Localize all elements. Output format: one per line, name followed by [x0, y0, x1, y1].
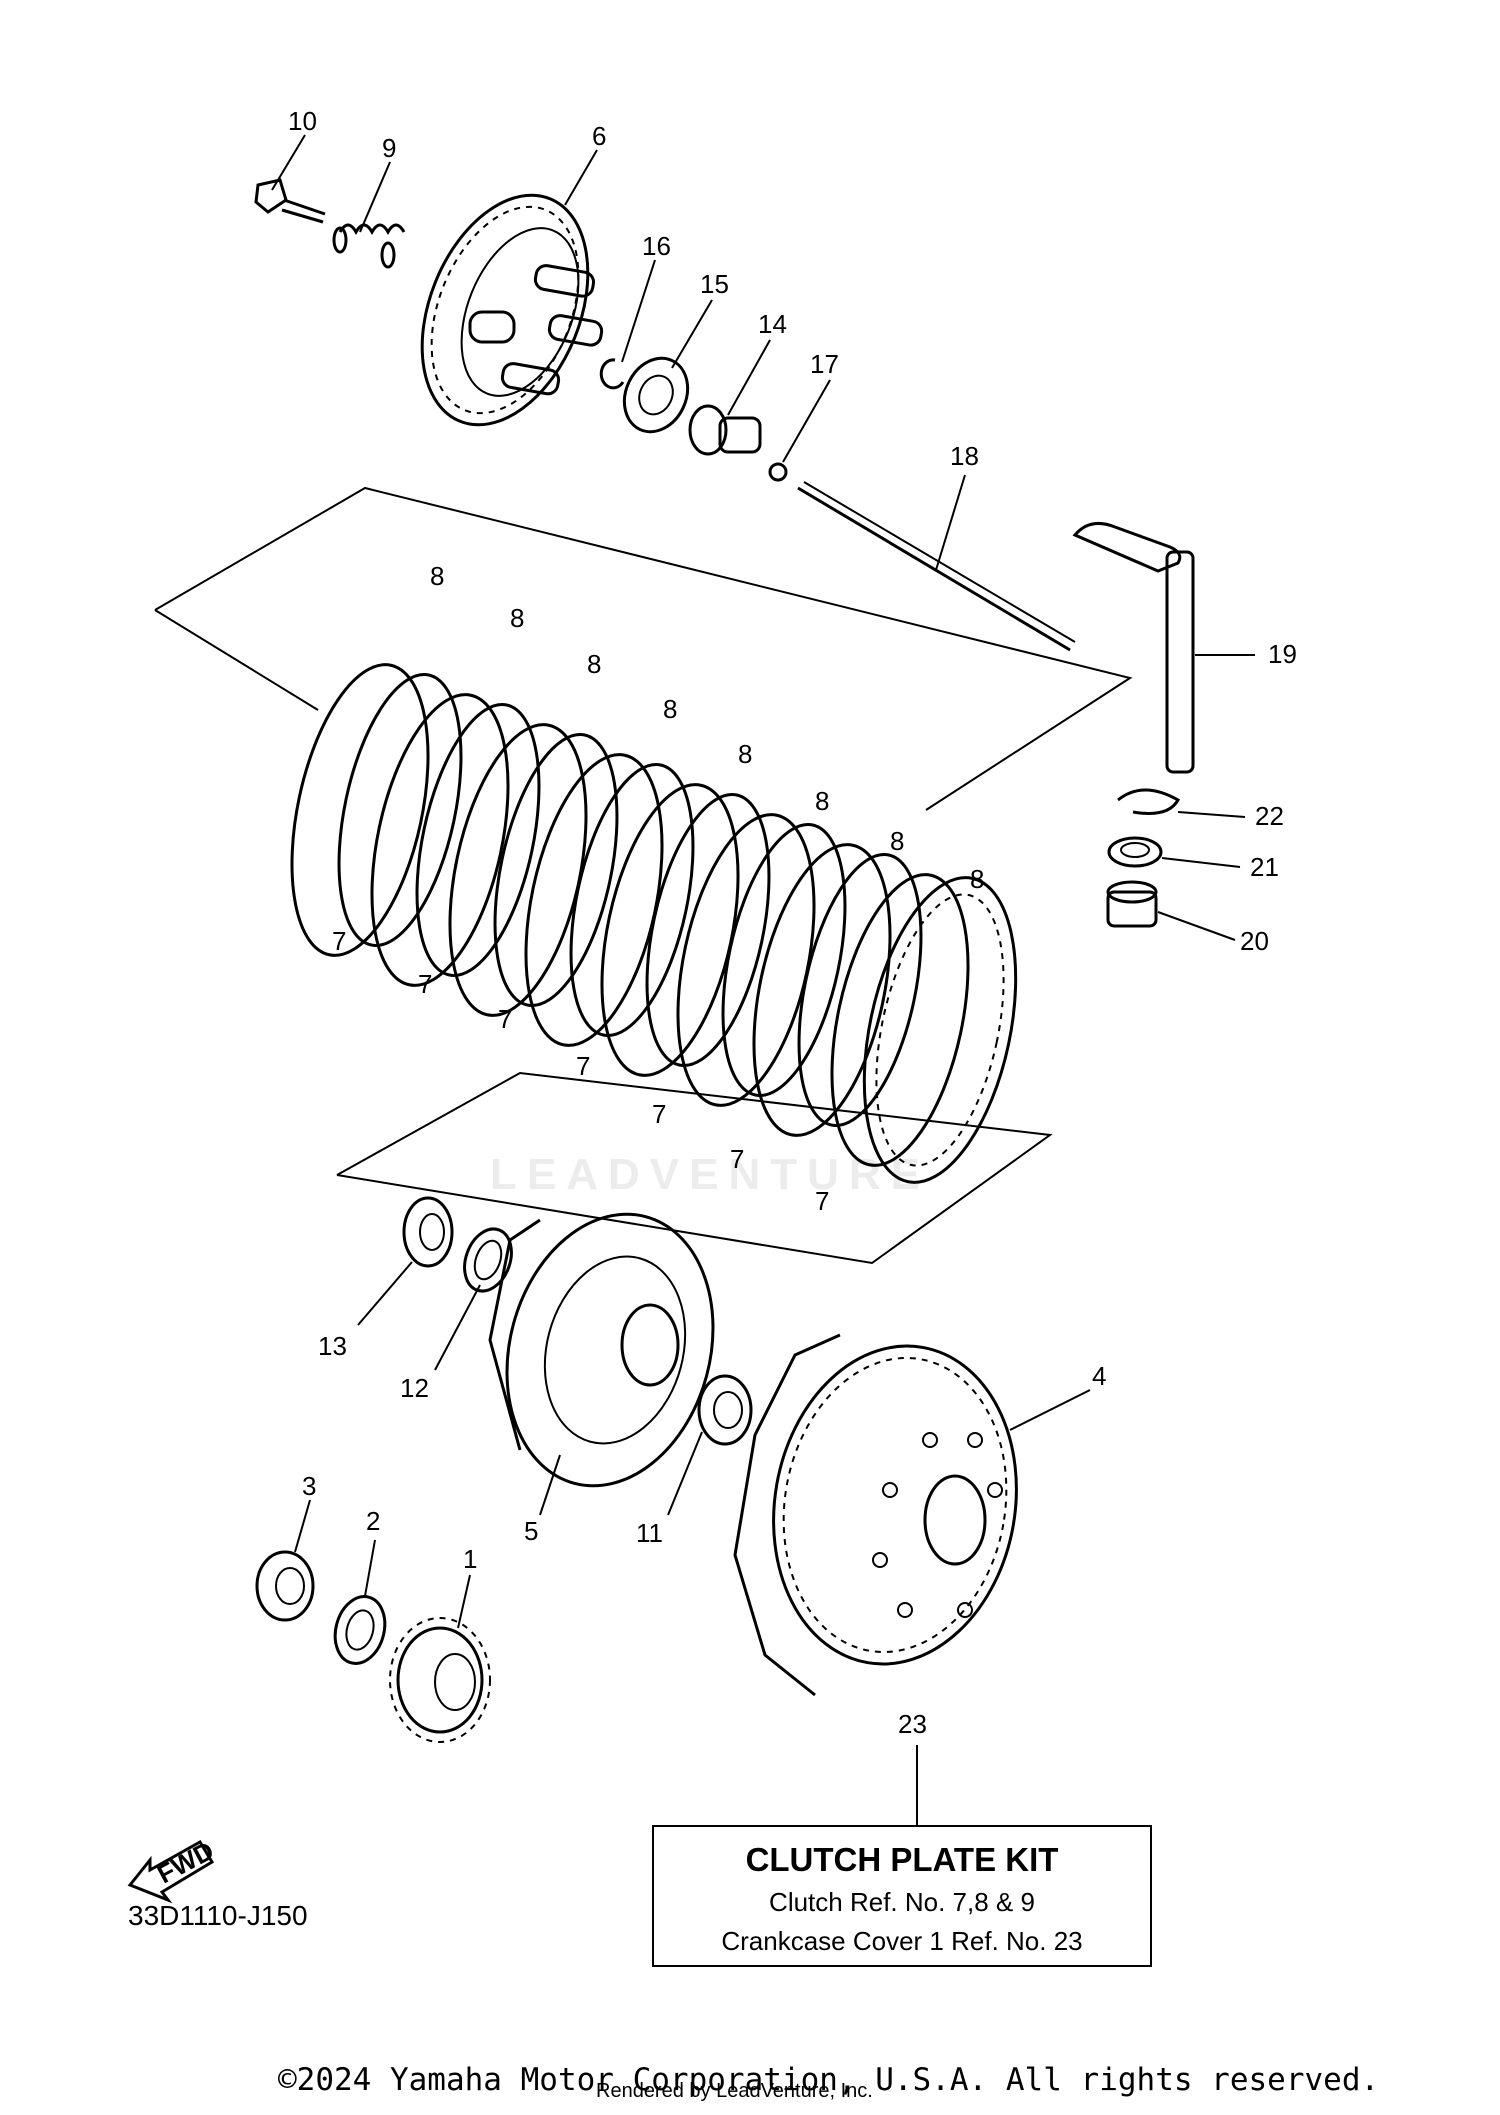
callouts: 10 9 6 16 15 14 17 18 19 22 21 20 8 8 8 …: [288, 106, 1297, 1739]
callout-4: 4: [1092, 1361, 1106, 1391]
callout-7: 7: [332, 926, 346, 956]
push-lever-shaft: [1072, 521, 1195, 774]
copyright: ©2024 Yamaha Motor Corporation, U.S.A. A…: [278, 2062, 1380, 2098]
callout-9: 9: [382, 133, 396, 163]
callout-7: 7: [576, 1051, 590, 1081]
circlip: [599, 358, 625, 390]
callout-7: 7: [815, 1186, 829, 1216]
spring: [332, 223, 406, 269]
callout-1: 1: [463, 1544, 477, 1574]
callout-10: 10: [288, 106, 317, 136]
lock-washer: [402, 1196, 454, 1268]
callout-7: 7: [652, 1099, 666, 1129]
callout-3: 3: [302, 1471, 316, 1501]
bearing: [622, 356, 690, 434]
primary-drive-gear: [389, 1617, 491, 1743]
plate-stack-envelope: [154, 486, 1133, 811]
oil-seal: [1107, 836, 1163, 868]
callout-8: 8: [890, 826, 904, 856]
watermark: LEADVENTURE: [490, 1150, 931, 1199]
callout-23: 23: [898, 1709, 927, 1739]
callout-2: 2: [366, 1506, 380, 1536]
spline-washer: [697, 1374, 753, 1446]
callout-7: 7: [418, 969, 432, 999]
push-rod-1: [688, 404, 762, 456]
kit-title: CLUTCH PLATE KIT: [745, 1841, 1059, 1878]
needle-bearing: [1106, 880, 1158, 928]
callout-18: 18: [950, 441, 979, 471]
callout-8: 8: [815, 786, 829, 816]
callout-21: 21: [1250, 852, 1279, 882]
callout-19: 19: [1268, 639, 1297, 669]
callout-15: 15: [700, 269, 729, 299]
kit-line-2: Crankcase Cover 1 Ref. No. 23: [721, 1926, 1083, 1956]
clutch-housing: [733, 1333, 1018, 1697]
clutch-plate-kit-box: CLUTCH PLATE KIT Clutch Ref. No. 7,8 & 9…: [652, 1825, 1152, 1967]
push-rod-2: [797, 481, 1076, 652]
bolt: [254, 178, 326, 224]
clutch-plates: [290, 663, 1018, 1184]
callout-7: 7: [730, 1144, 744, 1174]
circlip-shaft: [1117, 788, 1181, 815]
callout-22: 22: [1255, 801, 1284, 831]
nut: [255, 1550, 315, 1622]
callout-6: 6: [592, 121, 606, 151]
leader-lines: [271, 134, 1255, 1825]
callout-14: 14: [758, 309, 787, 339]
lower-envelope: [336, 1071, 1053, 1265]
kit-line-1: Clutch Ref. No. 7,8 & 9: [769, 1887, 1035, 1917]
thrust-washer: [463, 1227, 513, 1293]
pressure-plate: [420, 193, 604, 427]
callout-20: 20: [1240, 926, 1269, 956]
callout-7: 7: [498, 1004, 512, 1034]
callout-8: 8: [510, 603, 524, 633]
callout-8: 8: [738, 739, 752, 769]
clutch-boss: [488, 1212, 715, 1488]
washer: [333, 1595, 387, 1665]
callout-8: 8: [587, 649, 601, 679]
callout-12: 12: [400, 1373, 429, 1403]
callout-17: 17: [810, 349, 839, 379]
callout-8: 8: [430, 561, 444, 591]
callout-8: 8: [663, 694, 677, 724]
callout-8: 8: [970, 864, 984, 894]
callout-13: 13: [318, 1331, 347, 1361]
rendered-by: Rendered by LeadVenture, Inc.: [596, 2080, 873, 2102]
diagram-id: 33D1110-J150: [128, 1900, 308, 1931]
callout-5: 5: [524, 1516, 538, 1546]
fwd-arrow-icon: FWD: [127, 1835, 219, 1904]
fwd-label: FWD: [152, 1835, 218, 1889]
ball: [768, 462, 788, 482]
callout-11: 11: [636, 1518, 663, 1548]
callout-16: 16: [642, 231, 671, 261]
